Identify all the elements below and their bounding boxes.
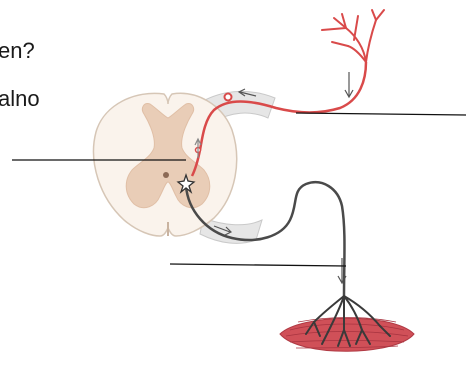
label-line-sensory-neuron bbox=[296, 113, 466, 115]
sensory-receptor-dendrites bbox=[322, 10, 384, 62]
central-canal bbox=[163, 172, 169, 178]
label-line-motor-neuron bbox=[170, 264, 346, 266]
arrow-icon bbox=[345, 72, 353, 97]
sensory-neuron-soma bbox=[225, 94, 232, 101]
